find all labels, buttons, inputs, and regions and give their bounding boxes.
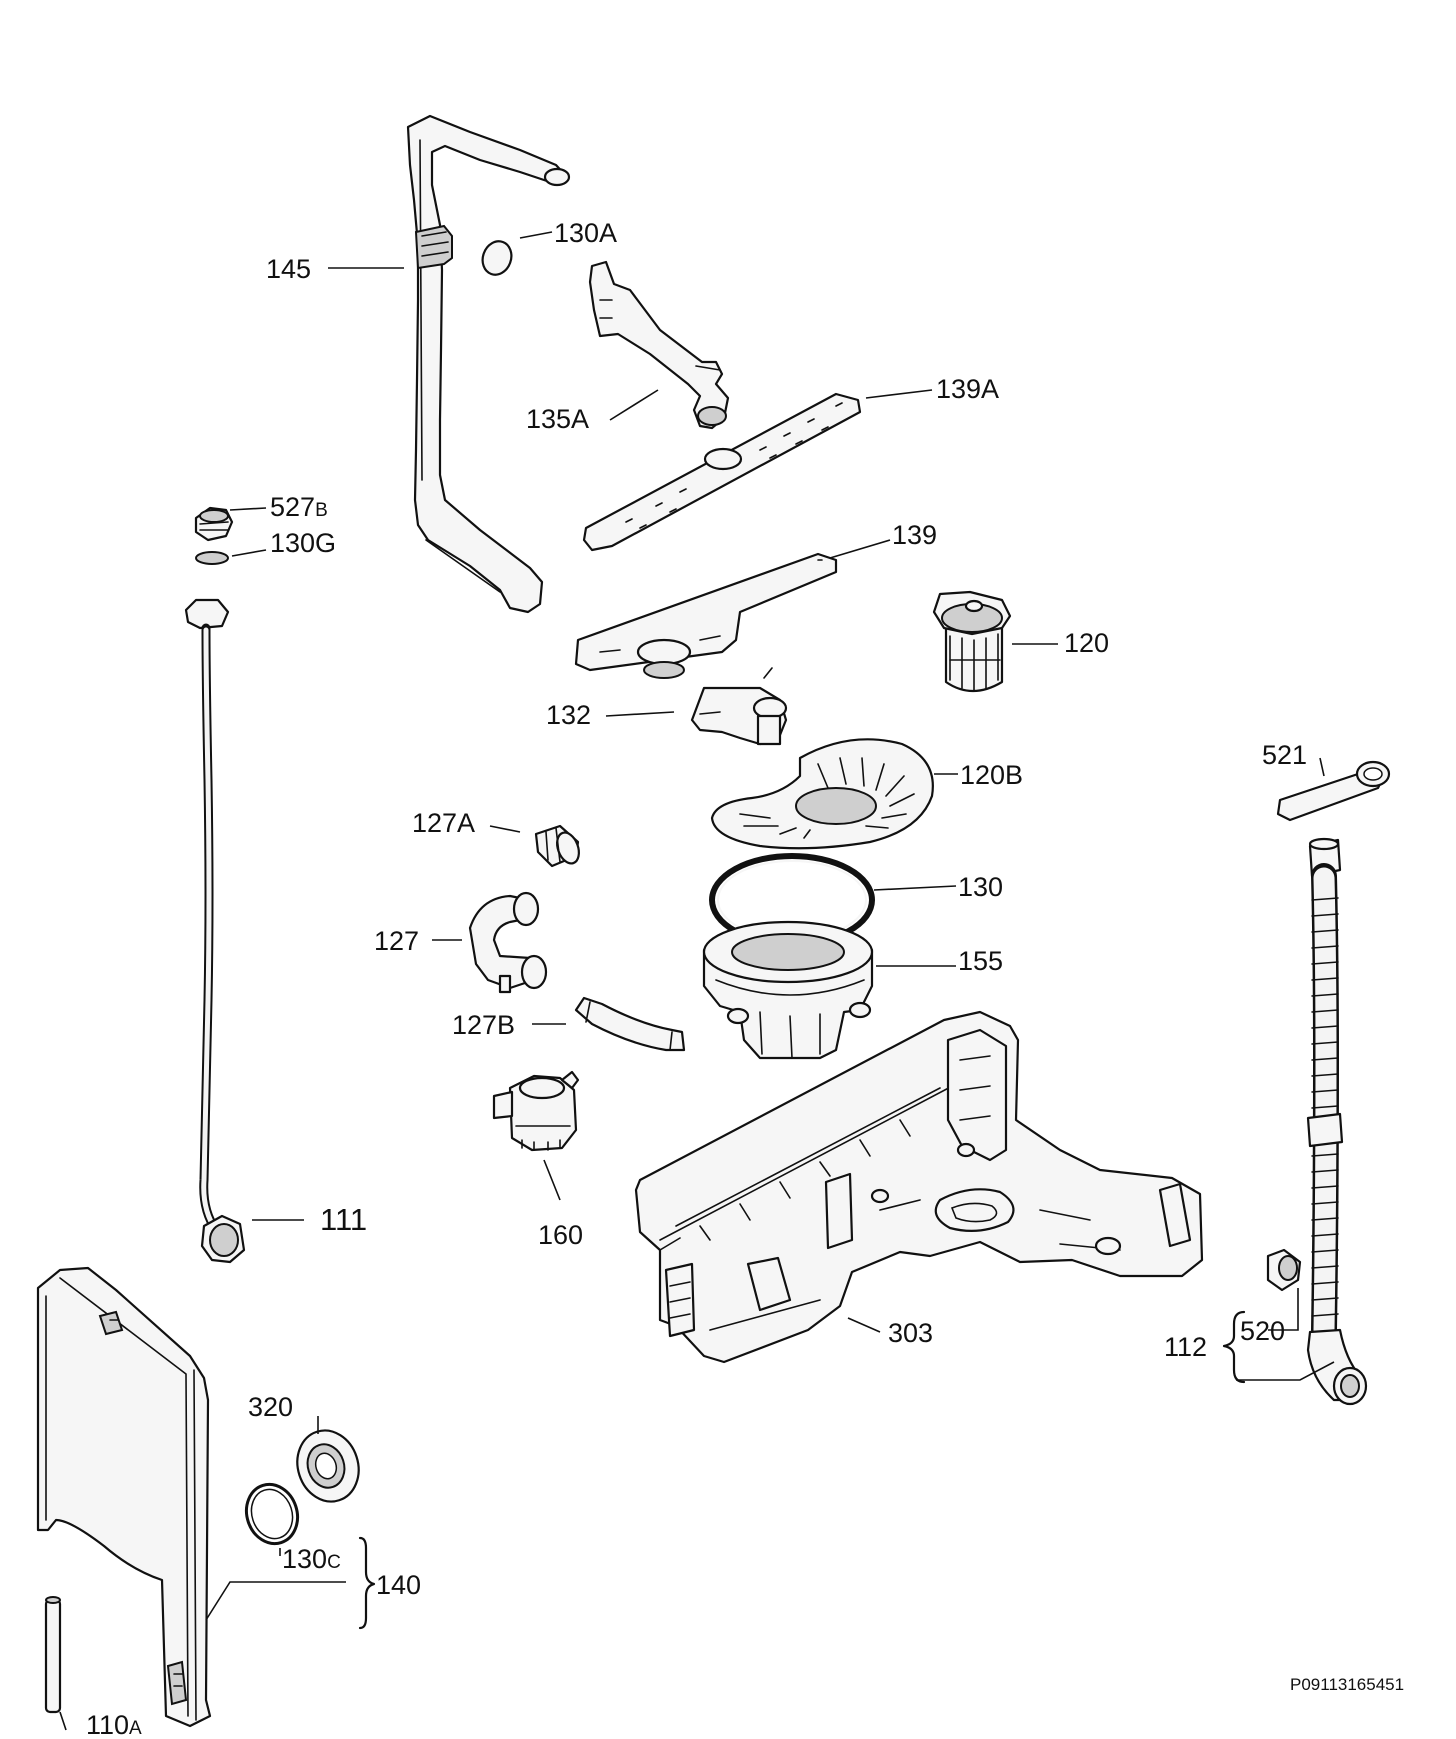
part-130G-washer [195,551,229,565]
label-135A: 135A [526,404,589,434]
part-139A-upper-spray-arm [582,392,862,552]
part-127B-hose-piece [574,996,686,1052]
label-139A: 139A [936,374,999,404]
part-520-hose-clamp [1266,1248,1302,1292]
part-145-feed-pipe [406,114,571,614]
label-527B-suffix: B [315,500,328,521]
label-527B: 527B [270,492,328,522]
label-110A-number: 110 [86,1710,129,1739]
label-127B: 127B [452,1010,515,1040]
label-303: 303 [888,1318,933,1348]
part-521-hose-clip [1276,760,1391,822]
label-140: 140 [376,1570,421,1600]
label-130C: 130C [282,1544,341,1574]
label-520: 520 [1240,1316,1285,1346]
brace-112 [1222,1310,1246,1384]
label-521: 521 [1262,740,1307,770]
part-130C-seal-ring [244,1482,300,1546]
label-130: 130 [958,872,1003,902]
part-112-drain-hose [1306,837,1368,1406]
part-127A-coupling [534,824,580,868]
reference-code: P09113165451 [1290,1675,1404,1694]
part-132-arm-holder [690,667,788,746]
part-111-inlet-hose [184,598,246,1264]
label-120: 120 [1064,628,1109,658]
part-127-elbow-fitting [468,891,548,994]
part-135A-arm-bracket [588,260,730,430]
label-110A-suffix: A [129,1718,142,1739]
leader-lines [59,231,1335,1731]
brace-140 [358,1536,376,1630]
label-130C-suffix: C [327,1552,341,1573]
callout-labels: 145 130A 135A 139A 527B 130G 139 120 132… [86,218,1307,1739]
label-127A: 127A [412,808,475,838]
label-139: 139 [892,520,937,550]
part-160-diverter-valve [492,1070,580,1152]
label-127: 127 [374,926,419,956]
label-110A: 110A [86,1710,142,1739]
part-303-base-chassis [634,1010,1204,1364]
part-120-filter-cylinder [932,590,1012,693]
part-130A-o-ring [481,240,513,276]
label-132: 132 [546,700,591,730]
label-320: 320 [248,1392,293,1422]
part-527B-hose-fitting [194,506,234,542]
label-527B-number: 527 [270,492,315,522]
label-130G: 130G [270,528,336,558]
part-120B-filter-plate [710,738,934,850]
part-155-sump-housing [702,920,874,1060]
label-130C-number: 130 [282,1544,327,1574]
part-140-side-panel [36,1266,212,1728]
label-160: 160 [538,1220,583,1250]
label-112: 112 [1164,1332,1207,1362]
part-320-ring-nut [296,1429,360,1503]
label-111: 111 [320,1202,367,1237]
label-120B: 120B [960,760,1023,790]
part-139-lower-spray-arm [574,552,838,679]
label-130A: 130A [554,218,617,248]
label-155: 155 [958,946,1003,976]
part-110A-overflow-pipe [44,1596,62,1714]
label-145: 145 [266,254,311,284]
